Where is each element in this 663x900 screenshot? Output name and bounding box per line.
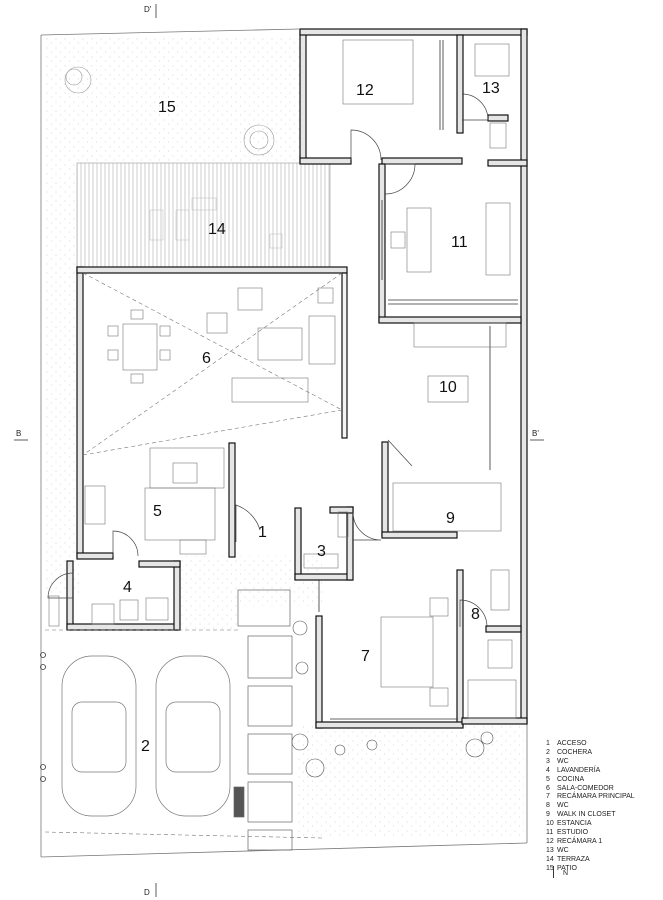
exterior-areas [43, 37, 524, 838]
room-number-2: 2 [141, 738, 150, 755]
legend-number: 2 [546, 748, 550, 756]
room-number-3: 3 [317, 543, 326, 560]
legend-room-name: ACCESO [557, 740, 587, 747]
legend-number: 4 [546, 766, 550, 774]
legend-number: 3 [546, 757, 550, 765]
north-label: N [563, 870, 569, 877]
patio-shrubs [64, 66, 275, 156]
section-mark-top: D' [144, 5, 152, 14]
legend-number: 13 [546, 846, 554, 854]
room-number-6: 6 [202, 350, 211, 367]
terrace-pergola [76, 162, 331, 268]
legend-room-name: LAVANDERÍA [557, 766, 601, 774]
room-numbers: 1 2 3 4 5 6 7 8 9 10 11 12 13 14 15 [123, 80, 500, 755]
legend-room-name: PATIO [557, 864, 577, 872]
walls [66, 28, 528, 729]
legend-row: 3 WC [546, 758, 661, 767]
legend-room-name: COCHERA [557, 748, 593, 756]
room-number-10: 10 [439, 379, 457, 396]
windows [318, 40, 518, 720]
section-mark-right: B' [532, 429, 539, 438]
legend-number: 14 [546, 855, 554, 863]
legend-row: 2 COCHERA [546, 749, 661, 758]
section-mark-bottom: D [144, 888, 150, 897]
legend-number: 8 [546, 802, 550, 810]
parked-cars [61, 655, 231, 817]
legend-number: 1 [546, 740, 550, 747]
legend-number: 12 [546, 837, 554, 845]
legend-number: 11 [546, 829, 554, 837]
legend-row: 4 LAVANDERÍA [546, 767, 661, 776]
section-mark-left: B [16, 429, 21, 438]
legend-number: 9 [546, 811, 550, 819]
room-number-8: 8 [471, 606, 480, 623]
legend-number: 7 [546, 793, 550, 801]
room-number-15: 15 [158, 99, 176, 116]
legend-room-name: WC [557, 846, 569, 854]
legend-row: 8 WC [546, 802, 661, 811]
legend-room-name: WALK IN CLOSET [557, 811, 616, 819]
room-number-7: 7 [361, 648, 370, 665]
legend-room-name: COCINA [557, 775, 585, 783]
legend-room-name: WC [557, 757, 569, 765]
room-number-14: 14 [208, 221, 226, 238]
legend-room-name: TERRAZA [557, 855, 590, 863]
legend-row: 5 COCINA [546, 776, 661, 785]
legend-row: 7 RECÁMARA PRINCIPAL [546, 793, 661, 802]
door-swings [47, 93, 489, 628]
legend-row: 6 SALA-COMEDOR [546, 785, 661, 794]
legend-room-name: ESTUDIO [557, 829, 589, 837]
double-height-void [44, 272, 343, 839]
room-number-1: 1 [258, 524, 267, 541]
garden-plants [291, 620, 494, 778]
legend-room-name: SALA-COMEDOR [557, 784, 614, 792]
legend-room-name: WC [557, 802, 569, 810]
legend-number: 15 [546, 864, 554, 872]
north-arrow-icon [553, 866, 554, 878]
furniture [48, 39, 517, 719]
legend-room-name: RECÁMARA 1 [557, 837, 603, 845]
legend-room-name: RECÁMARA PRINCIPAL [557, 793, 635, 801]
room-number-4: 4 [123, 579, 132, 596]
section-cut-marks: D' D B B' [14, 4, 544, 897]
room-number-13: 13 [482, 80, 500, 97]
room-number-9: 9 [446, 510, 455, 527]
room-number-11: 11 [451, 234, 468, 251]
room-number-5: 5 [153, 503, 162, 520]
legend-row: 1 ACCESO [546, 740, 661, 749]
garage-lights [40, 652, 46, 782]
stepping-stones [233, 589, 293, 851]
room-number-12: 12 [356, 82, 374, 99]
legend-number: 10 [546, 820, 554, 828]
legend-row: 9 WALK IN CLOSET [546, 811, 661, 820]
legend-number: 5 [546, 775, 550, 783]
legend-number: 6 [546, 784, 550, 792]
legend-room-name: ESTANCIA [557, 820, 592, 828]
